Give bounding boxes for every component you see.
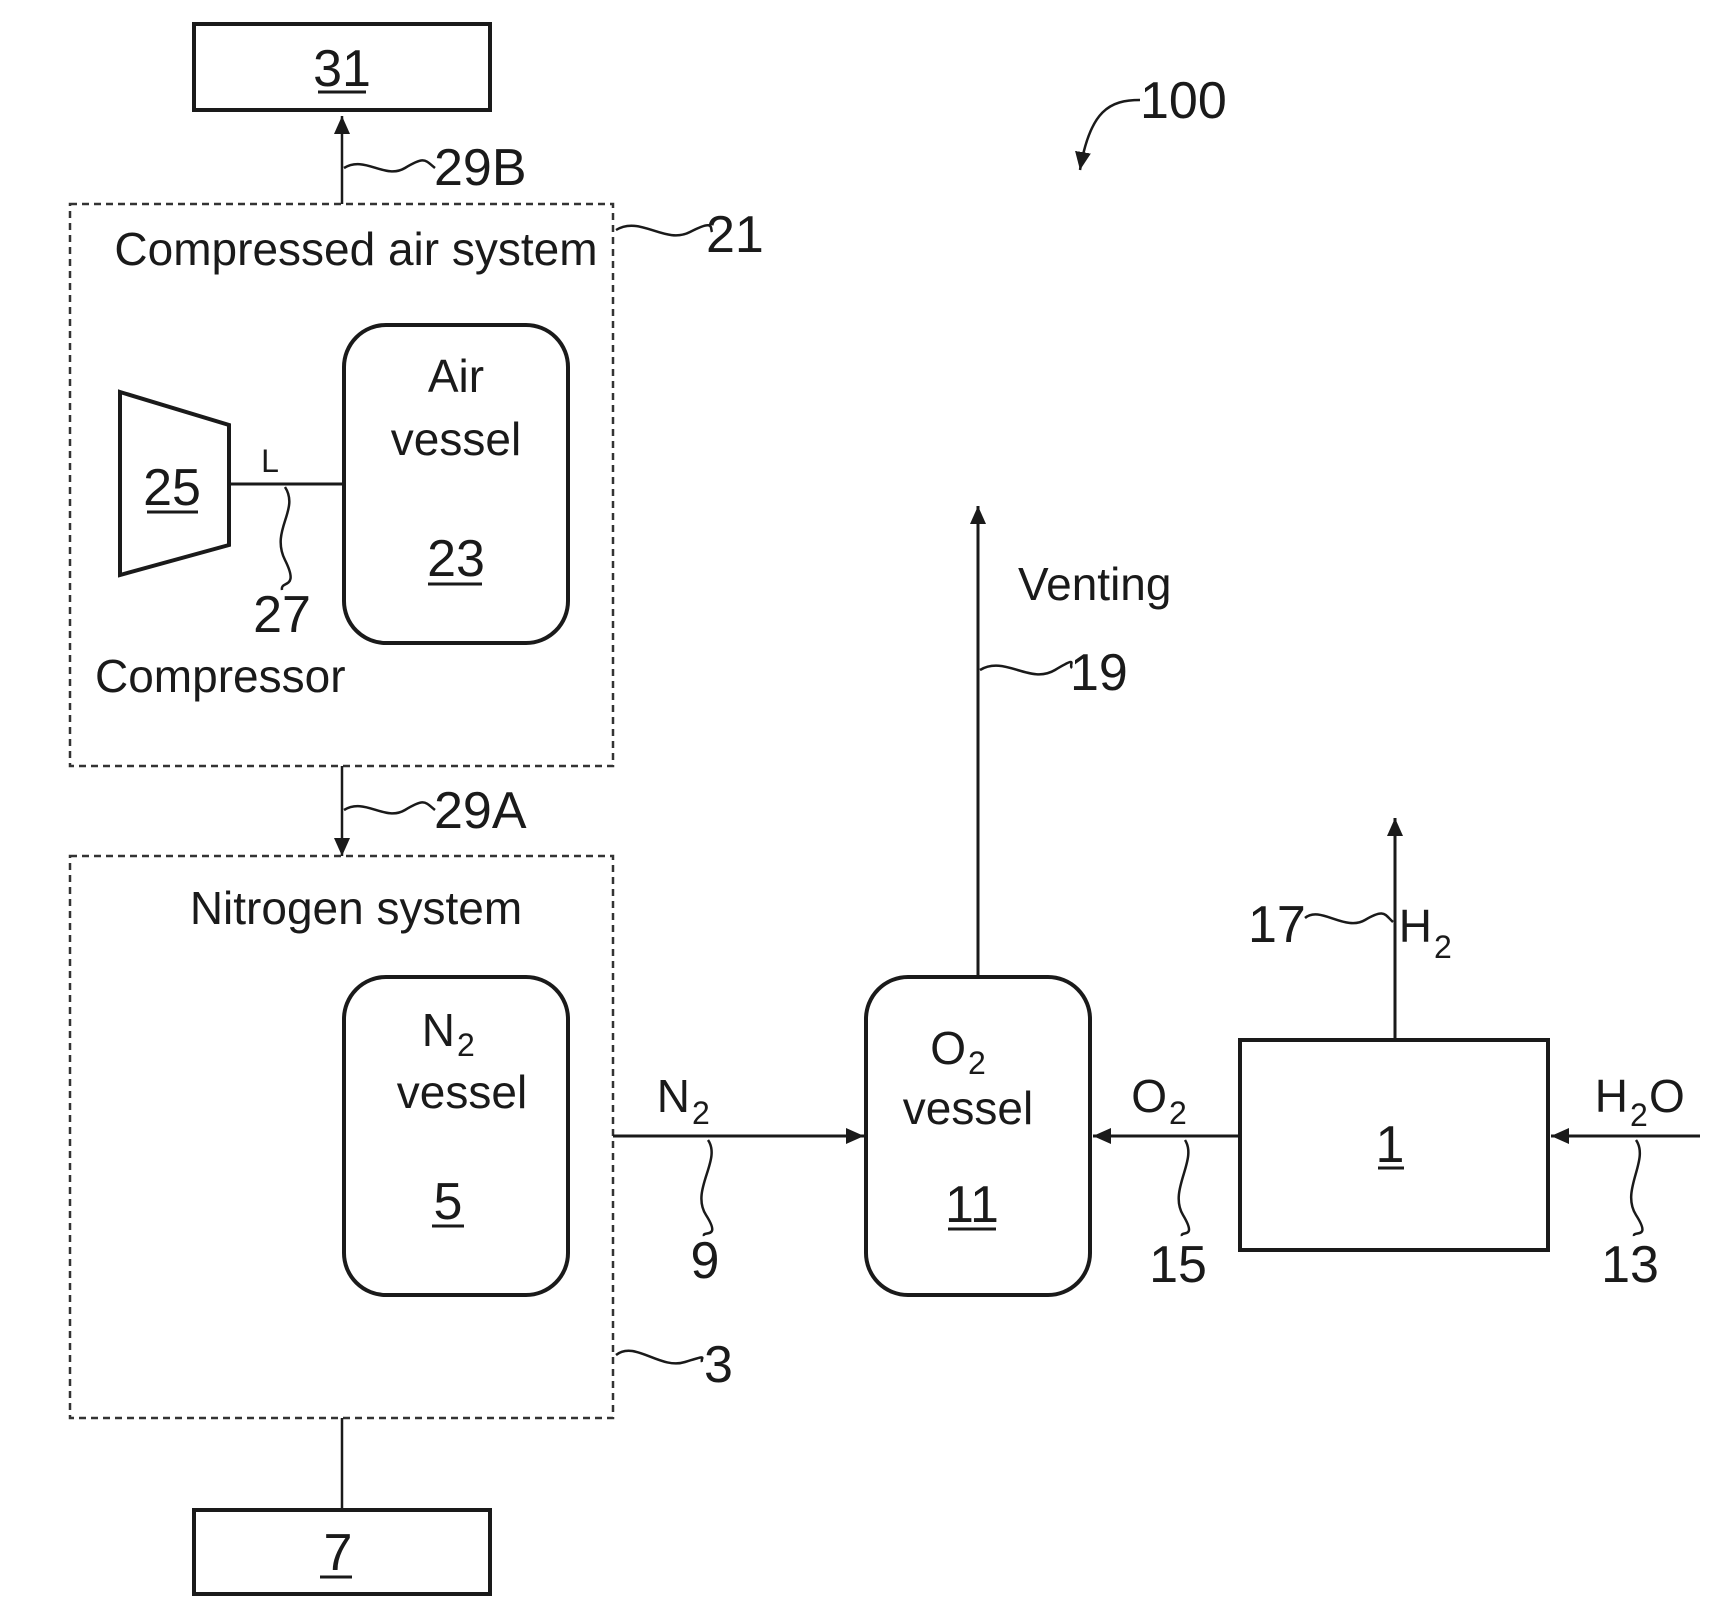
flow-o2-sub: 2 — [1169, 1095, 1187, 1131]
ref-9-label: 9 — [691, 1232, 720, 1290]
ref-3-label: 3 — [704, 1336, 733, 1394]
nitrogen-system-label: Nitrogen system — [190, 882, 522, 934]
line-17: 17 H 2 — [1248, 818, 1452, 1040]
ref-7-label: 7 — [324, 1524, 353, 1582]
ref-27-label: 27 — [253, 586, 311, 644]
flow-h2-sub: 2 — [1434, 929, 1452, 965]
box-7: 7 — [194, 1510, 490, 1594]
line-27: L 27 — [229, 443, 344, 644]
air-vessel-23: Air vessel 23 — [344, 325, 568, 643]
line-13: H 2 O 13 — [1551, 1070, 1700, 1294]
ref-5-label: 5 — [434, 1173, 463, 1231]
flow-h2-main: H — [1399, 900, 1432, 952]
ref-31-label: 31 — [313, 40, 371, 98]
o2-vessel-sub: 2 — [968, 1045, 986, 1081]
line-9: N 2 9 — [613, 1070, 864, 1290]
ref-25-label: 25 — [143, 459, 201, 517]
flow-h2o-o: O — [1649, 1070, 1685, 1122]
n2-vessel-5: N 2 vessel 5 — [344, 977, 568, 1295]
air-vessel-line2: vessel — [391, 413, 521, 465]
n2-vessel-sub: 2 — [457, 1027, 475, 1063]
ref-1-label: 1 — [1376, 1116, 1405, 1174]
ref-100: 100 — [1080, 72, 1227, 170]
o2-vessel-11: O 2 vessel 11 — [866, 977, 1090, 1295]
ref-17-label: 17 — [1248, 896, 1306, 954]
ref-11-label: 11 — [945, 1176, 999, 1234]
line-29a: 29A — [342, 766, 527, 856]
air-vessel-line1: Air — [428, 350, 484, 402]
flow-h2o-sub: 2 — [1630, 1097, 1648, 1133]
n2-vessel-main: N — [422, 1004, 455, 1056]
o2-vessel-main: O — [930, 1022, 966, 1074]
line-29b: 29B — [342, 116, 527, 204]
box-31: 31 — [194, 24, 490, 110]
line-19: Venting 19 — [978, 506, 1171, 977]
compressor-label: Compressor — [95, 650, 346, 702]
compressed-air-system-label: Compressed air system — [114, 223, 597, 275]
ref-29a-label: 29A — [434, 782, 527, 840]
o2-vessel-line2: vessel — [903, 1082, 1033, 1134]
compressor-25: 25 — [120, 392, 229, 575]
electrolyzer-1: 1 — [1240, 1040, 1548, 1250]
line-l-label: L — [261, 443, 279, 479]
flow-n2-sub: 2 — [692, 1095, 710, 1131]
flow-h2o-h: H — [1595, 1070, 1628, 1122]
compressed-air-system: Compressed air system 21 25 L 27 Compres… — [70, 204, 764, 766]
ref-19-label: 19 — [1070, 644, 1128, 702]
ref-13-label: 13 — [1601, 1236, 1659, 1294]
flow-o2-main: O — [1131, 1070, 1167, 1122]
flow-n2-main: N — [657, 1070, 690, 1122]
ref-29b-label: 29B — [434, 139, 527, 197]
venting-label: Venting — [1018, 558, 1171, 610]
line-15: O 2 15 — [1093, 1070, 1240, 1294]
ref-21-label: 21 — [706, 206, 764, 264]
ref-100-label: 100 — [1140, 72, 1227, 130]
n2-vessel-line2: vessel — [397, 1066, 527, 1118]
ref-23-label: 23 — [427, 530, 485, 588]
ref-15-label: 15 — [1149, 1236, 1207, 1294]
